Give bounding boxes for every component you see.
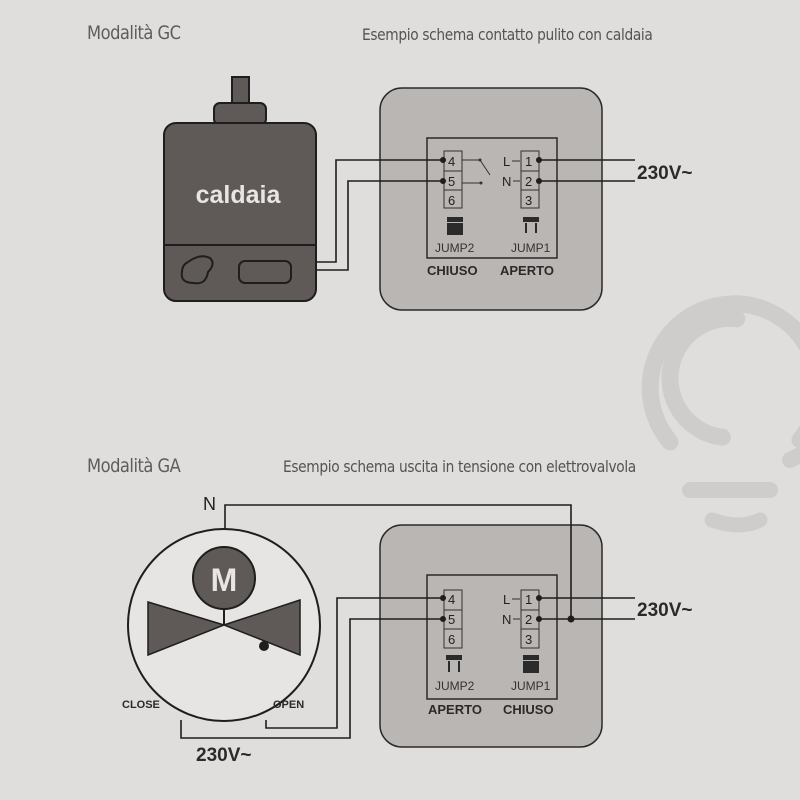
svg-text:6: 6	[448, 632, 455, 647]
jumper-open-icon	[523, 217, 539, 233]
svg-text:3: 3	[525, 193, 532, 208]
terminal-block-gc	[426, 137, 558, 259]
section-ga-title: Modalità GA	[87, 455, 181, 477]
svg-text:4: 4	[448, 592, 455, 607]
section-ga-subtitle: Esempio schema uscita in tensione con el…	[283, 457, 636, 476]
svg-text:CHIUSO: CHIUSO	[503, 702, 554, 717]
svg-text:JUMP1: JUMP1	[511, 241, 551, 255]
thermostat-ga	[379, 524, 603, 748]
svg-text:2: 2	[525, 612, 532, 627]
supply-label-gc: 230V~	[637, 163, 692, 184]
terminal-block-ga	[426, 574, 558, 700]
supply-label-ga-bottom: 230V~	[196, 745, 251, 766]
svg-text:1: 1	[525, 154, 532, 169]
terminal-strip-left-ga: 4 5 6	[440, 589, 463, 649]
svg-text:L: L	[503, 154, 510, 169]
caldaia-boiler: caldaia	[163, 76, 317, 302]
svg-text:5: 5	[448, 174, 455, 189]
svg-text:L: L	[503, 592, 510, 607]
jumper-closed-icon	[447, 217, 463, 235]
svg-text:2: 2	[525, 174, 532, 189]
svg-text:4: 4	[448, 154, 455, 169]
motor-icon	[192, 546, 256, 610]
supply-label-ga-right: 230V~	[637, 600, 692, 621]
svg-text:CHIUSO: CHIUSO	[427, 263, 478, 278]
open-label: OPEN	[273, 699, 304, 711]
svg-text:6: 6	[448, 193, 455, 208]
terminal-strip-right-gc: 1 2 3 L N	[502, 150, 542, 209]
svg-text:5: 5	[448, 612, 455, 627]
svg-text:JUMP2: JUMP2	[435, 679, 475, 693]
section-gc-title: Modalità GC	[87, 22, 181, 44]
jumper-closed-icon	[523, 655, 539, 673]
svg-text:APERTO: APERTO	[428, 702, 482, 717]
caldaia-label: caldaia	[196, 181, 282, 209]
terminal-strip-right-ga: 1 2 3 L N	[502, 589, 542, 649]
svg-text:JUMP2: JUMP2	[435, 241, 475, 255]
svg-text:JUMP1: JUMP1	[511, 679, 551, 693]
svg-text:3: 3	[525, 632, 532, 647]
motorized-valve: M	[127, 528, 321, 722]
svg-text:APERTO: APERTO	[500, 263, 554, 278]
close-label: CLOSE	[122, 699, 160, 711]
jumper-open-icon	[446, 655, 462, 672]
svg-text:1: 1	[525, 592, 532, 607]
svg-text:N: N	[502, 612, 511, 627]
terminal-strip-left-gc: 4 5 6	[440, 150, 491, 209]
svg-text:M: M	[211, 562, 238, 598]
neutral-label: N	[203, 494, 216, 514]
watermark-logo-icon	[641, 295, 800, 533]
section-gc-subtitle: Esempio schema contatto pulito con calda…	[362, 25, 653, 44]
svg-text:N: N	[502, 174, 511, 189]
thermostat-gc	[379, 87, 603, 311]
